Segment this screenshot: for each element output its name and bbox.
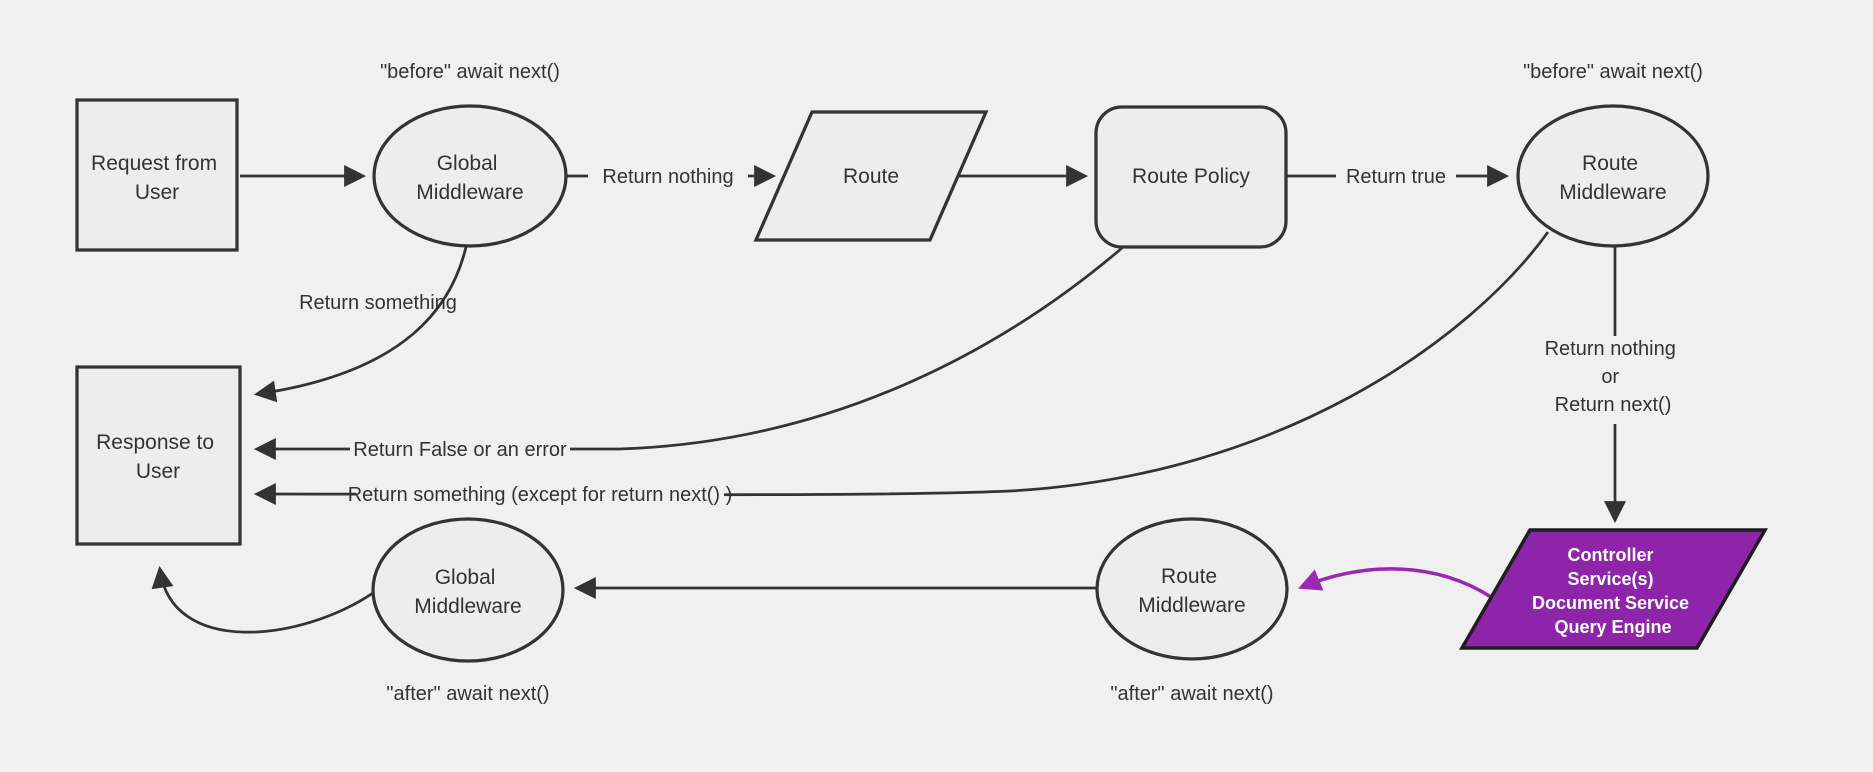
edge-label-bg [588, 160, 748, 192]
node-route-policy: Route Policy [1094, 105, 1288, 249]
node-label-line: Route [1161, 565, 1217, 588]
annotation-after-route: "after" await next() [1110, 683, 1273, 705]
node-label-line: Global [435, 566, 496, 589]
node-request-from-user-shape [75, 98, 239, 252]
edge-label-bg [356, 478, 724, 510]
edge-global-after-to-response [151, 565, 374, 634]
node-label-line: User [135, 181, 179, 204]
edge-label-return-nothing: Return nothing [602, 166, 733, 188]
node-label-line: Controller [1567, 545, 1653, 565]
node-label-line: Route [1582, 152, 1638, 175]
node-label: Route Policy [1132, 165, 1250, 188]
edge-label-return-false: Return False or an error [353, 439, 567, 461]
edge-label-line: Return nothing [1545, 338, 1676, 360]
node-label-line: Middleware [1559, 181, 1666, 204]
edge-label-return-something-except: Return something (except for return next… [348, 484, 733, 506]
node-label-line: Service(s) [1567, 569, 1653, 589]
node-global-middleware-before-shape [372, 104, 568, 248]
node-label-line: Middleware [1138, 594, 1245, 617]
node-route-middleware-after: Route Middleware [1095, 517, 1289, 661]
node-request-from-user: Request from User [75, 98, 239, 252]
node-label-line: Document Service [1532, 593, 1689, 613]
node-route-policy-shape [1094, 105, 1288, 249]
edge-label-line: Return next() [1555, 394, 1672, 416]
edge-label-line: or [1601, 366, 1619, 388]
node-response-to-user: Response to User [75, 365, 242, 546]
node-route-middleware-before-shape [1516, 104, 1710, 248]
edge-label-bg [350, 433, 570, 465]
node-label-line: Query Engine [1554, 617, 1671, 637]
node-label: Controller Service(s) Document Service Q… [1532, 545, 1694, 637]
node-label-line: Middleware [414, 595, 521, 618]
node-label: Route Middleware [1559, 152, 1666, 204]
node-route-shape [753, 110, 989, 242]
node-label: Request from User [91, 152, 223, 204]
annotations: "before" await next() "before" await nex… [380, 61, 1703, 705]
node-label-line: Request from [91, 152, 217, 175]
node-response-to-user-shape [75, 365, 242, 546]
edge-label-bg [1516, 336, 1710, 424]
node-label: Route Middleware [1138, 565, 1245, 617]
node-controller-services: Controller Service(s) Document Service Q… [1458, 528, 1769, 650]
edge-label-return-true: Return true [1346, 166, 1446, 188]
edge-labels: Return nothing Return true Return someth… [299, 160, 1710, 510]
node-label: Global Middleware [416, 152, 523, 204]
edge-label-return-nothing-or: Return nothing or Return next() [1545, 338, 1682, 416]
edge-label-bg [1336, 160, 1456, 192]
node-route-middleware-after-shape [1095, 517, 1289, 661]
node-route: Route [753, 110, 989, 242]
edge-controller-to-route-middleware-after [1298, 567, 1492, 599]
node-controller-services-shape [1458, 528, 1769, 650]
node-label-line: Middleware [416, 181, 523, 204]
node-label: Response to User [96, 431, 220, 483]
edge-global-to-response [253, 246, 468, 403]
edge-route-policy-to-response [253, 246, 1123, 460]
annotation-before-route: "before" await next() [1523, 61, 1703, 83]
annotation-before-global: "before" await next() [380, 61, 560, 83]
nodes: Request from User Global Middleware Rout… [75, 98, 1769, 663]
node-route-middleware-before: Route Middleware [1516, 104, 1710, 248]
node-label-line: Global [437, 152, 498, 175]
node-label: Global Middleware [414, 566, 521, 618]
node-global-middleware-after-shape [371, 517, 565, 663]
node-label: Route [843, 165, 899, 188]
node-global-middleware-before: Global Middleware [372, 104, 568, 248]
edge-label-return-something: Return something [299, 292, 457, 314]
node-label-line: Response to [96, 431, 214, 454]
annotation-after-global: "after" await next() [386, 683, 549, 705]
node-label-line: User [136, 460, 180, 483]
node-global-middleware-after: Global Middleware [371, 517, 565, 663]
